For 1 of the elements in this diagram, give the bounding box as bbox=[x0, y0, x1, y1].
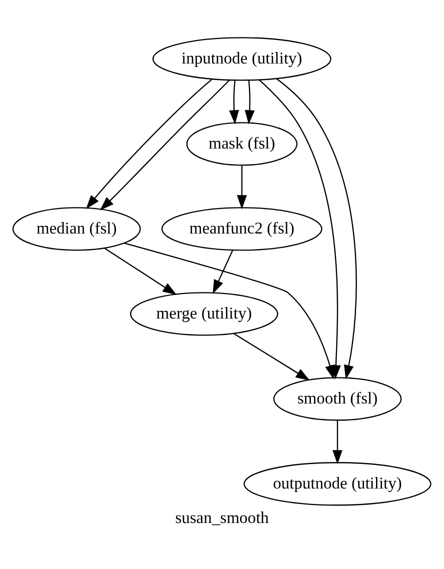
caption: susan_smooth bbox=[175, 508, 269, 527]
